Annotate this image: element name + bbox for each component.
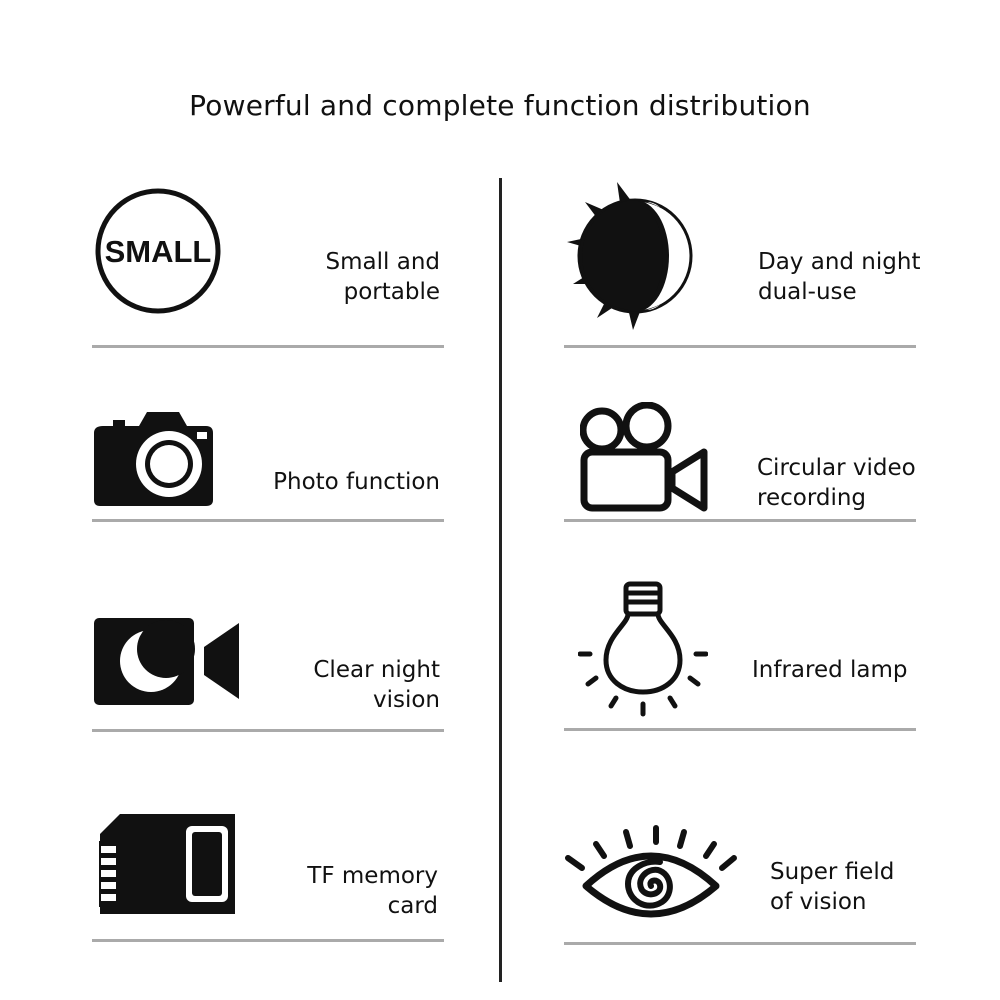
separator [92,729,444,732]
video-camera-icon [580,402,708,512]
feature-label-tf-card: TF memory card [307,863,438,919]
night-camera-icon [93,617,241,705]
separator [564,728,916,731]
small-badge-icon: SMALL [93,186,223,316]
separator [564,345,916,348]
feature-label-circular-video: Circular video recording [757,455,916,511]
camera-icon [93,410,214,506]
feature-label-night-vision: Clear night vision [313,657,440,713]
light-bulb-icon [578,580,708,718]
separator [564,519,916,522]
separator [92,939,444,942]
feature-label-photo: Photo function [273,469,440,495]
feature-label-small: Small and portable [325,249,440,305]
separator [564,942,916,945]
center-divider [499,178,502,982]
sun-moon-icon [565,180,695,334]
page-title: Powerful and complete function distribut… [189,89,811,122]
small-badge-text: SMALL [105,234,212,269]
feature-label-infrared: Infrared lamp [752,657,908,683]
eye-icon [562,822,740,920]
sd-card-icon [98,812,237,916]
feature-label-super-field: Super field of vision [770,859,895,915]
separator [92,519,444,522]
feature-label-day-night: Day and night dual-use [758,249,921,305]
separator [92,345,444,348]
